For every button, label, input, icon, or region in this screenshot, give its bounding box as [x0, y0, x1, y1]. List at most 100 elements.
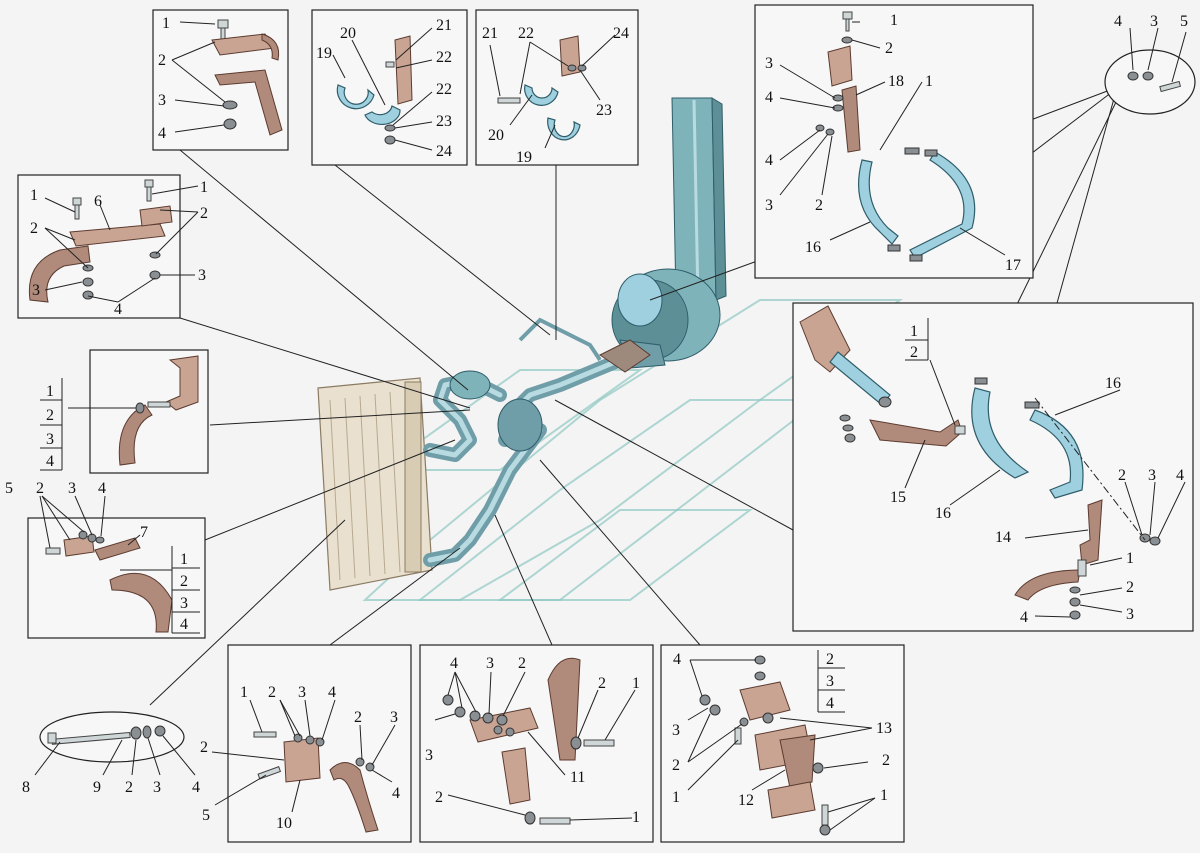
callout-p6-6: 6 — [94, 193, 102, 210]
callout-p3-20: 20 — [488, 127, 504, 144]
callout-p6-1b: 1 — [200, 179, 208, 196]
callout-p3-22: 22 — [518, 25, 534, 42]
callout-p13-3: 3 — [672, 722, 680, 739]
detail-panel-1: 1 2 3 4 — [152, 9, 289, 151]
callout-p12-1b: 1 — [632, 809, 640, 826]
stack-p13-4: 4 — [826, 695, 834, 712]
callout-p4-17: 17 — [1005, 257, 1021, 274]
callout-p10-2: 2 — [125, 779, 133, 796]
callout-p2-24: 24 — [436, 143, 452, 160]
callout-p6-2: 2 — [30, 220, 38, 237]
callout-p6-3: 3 — [32, 282, 40, 299]
callout-p11-5: 5 — [202, 807, 210, 824]
callout-p2-21: 21 — [436, 17, 452, 34]
callout-p12-3b: 3 — [425, 747, 433, 764]
vehicle-ghost-outline — [362, 299, 904, 601]
callout-p5-5: 5 — [1180, 13, 1188, 30]
callout-p13-2: 2 — [672, 757, 680, 774]
callout-p13-4: 4 — [673, 651, 681, 668]
callout-p6-1: 1 — [30, 187, 38, 204]
callout-p3-19: 19 — [516, 149, 532, 166]
callout-p11-2c: 2 — [200, 739, 208, 756]
callout-p10-8: 8 — [22, 779, 30, 796]
callout-p11-2b: 2 — [354, 709, 362, 726]
callout-p1-1: 1 — [162, 15, 170, 32]
detail-panel-2: 20 21 22 22 19 23 24 — [311, 9, 468, 166]
callout-p8-3: 3 — [1148, 467, 1156, 484]
callout-p4-16: 16 — [805, 239, 821, 256]
callout-p8-2: 2 — [1118, 467, 1126, 484]
callout-p3-21: 21 — [482, 25, 498, 42]
callout-p4-1: 1 — [890, 12, 898, 29]
stack-p9-3: 3 — [180, 595, 188, 612]
detail-panel-5: 4 3 5 — [1104, 13, 1196, 115]
callout-p1-4: 4 — [158, 125, 166, 142]
callout-p4-4b: 4 — [765, 152, 773, 169]
callout-p8-14: 14 — [995, 529, 1011, 546]
callout-p2-22a: 22 — [436, 49, 452, 66]
stack-p13-3: 3 — [826, 673, 834, 690]
callout-p9-5: 5 — [5, 480, 13, 497]
callout-p4-3: 3 — [765, 55, 773, 72]
callout-p12-4: 4 — [450, 655, 458, 672]
callout-p4-3b: 3 — [765, 197, 773, 214]
callout-p11-3: 3 — [298, 684, 306, 701]
callout-p4-18: 18 — [888, 73, 904, 90]
stack-p7-4: 4 — [46, 453, 54, 470]
callout-p2-23: 23 — [436, 113, 452, 130]
callout-p11-4b: 4 — [392, 785, 400, 802]
callout-p6-4: 4 — [114, 301, 122, 318]
callout-p12-2c: 2 — [435, 789, 443, 806]
detail-panel-12: 4 3 2 2 1 3 2 11 1 — [419, 644, 654, 843]
stack-p9-1: 1 — [180, 551, 188, 568]
stack-p9-4: 4 — [180, 616, 188, 633]
callout-p9-2: 2 — [36, 480, 44, 497]
callout-p12-1: 1 — [632, 675, 640, 692]
detail-panel-4: 1 2 3 18 1 4 4 3 2 16 17 — [754, 4, 1034, 279]
callout-p6-3b: 3 — [198, 267, 206, 284]
callout-p8-15: 15 — [890, 489, 906, 506]
callout-p12-11: 11 — [570, 769, 585, 786]
exhaust-pipe — [423, 339, 651, 567]
callout-p9-3: 3 — [68, 480, 76, 497]
callout-p8-16: 16 — [1105, 375, 1121, 392]
callout-p11-1: 1 — [240, 684, 248, 701]
callout-p10-3: 3 — [153, 779, 161, 796]
muffler — [611, 268, 721, 369]
callout-p1-2: 2 — [158, 52, 166, 69]
leader-lines — [149, 89, 1119, 706]
callout-p12-2: 2 — [518, 655, 526, 672]
callout-p12-3: 3 — [486, 655, 494, 672]
callout-p13-1b: 1 — [880, 787, 888, 804]
detail-panel-10: 8 9 2 3 4 — [22, 711, 200, 796]
callout-p4-2: 2 — [885, 40, 893, 57]
callout-p9-7: 7 — [140, 524, 148, 541]
callout-p8-1: 1 — [1126, 550, 1134, 567]
callout-p8-2b: 2 — [1126, 579, 1134, 596]
callout-p5-4: 4 — [1114, 13, 1122, 30]
callout-p11-2: 2 — [268, 684, 276, 701]
callout-p8-16b: 16 — [935, 505, 951, 522]
callout-p11-3b: 3 — [390, 709, 398, 726]
callout-p4-1b: 1 — [925, 73, 933, 90]
radiator — [317, 377, 433, 591]
detail-panel-11: 1 2 3 4 2 3 2 5 10 4 — [200, 644, 412, 843]
callout-p8-4b: 4 — [1020, 609, 1028, 626]
detail-panel-8: 1 2 16 15 16 2 3 4 14 1 2 4 3 — [792, 302, 1194, 632]
callout-p8-4: 4 — [1176, 467, 1184, 484]
callout-p8-3b: 3 — [1126, 606, 1134, 623]
detail-panel-3: 21 22 24 23 20 19 — [475, 9, 639, 166]
detail-panel-6: 1 6 1 2 2 3 3 4 — [17, 174, 208, 319]
stack-p13-2: 2 — [826, 651, 834, 668]
callout-p2-22b: 22 — [436, 81, 452, 98]
callout-p1-3: 3 — [158, 92, 166, 109]
callout-p13-2b: 2 — [882, 752, 890, 769]
stack-p8-2: 2 — [910, 344, 918, 361]
callout-p13-12: 12 — [738, 792, 754, 809]
callout-p10-4: 4 — [192, 779, 200, 796]
callout-p9-4: 4 — [98, 480, 106, 497]
callout-p4-2b: 2 — [815, 197, 823, 214]
callout-p6-2b: 2 — [200, 205, 208, 222]
exhaust-stack — [671, 97, 727, 301]
callout-p10-9: 9 — [93, 779, 101, 796]
